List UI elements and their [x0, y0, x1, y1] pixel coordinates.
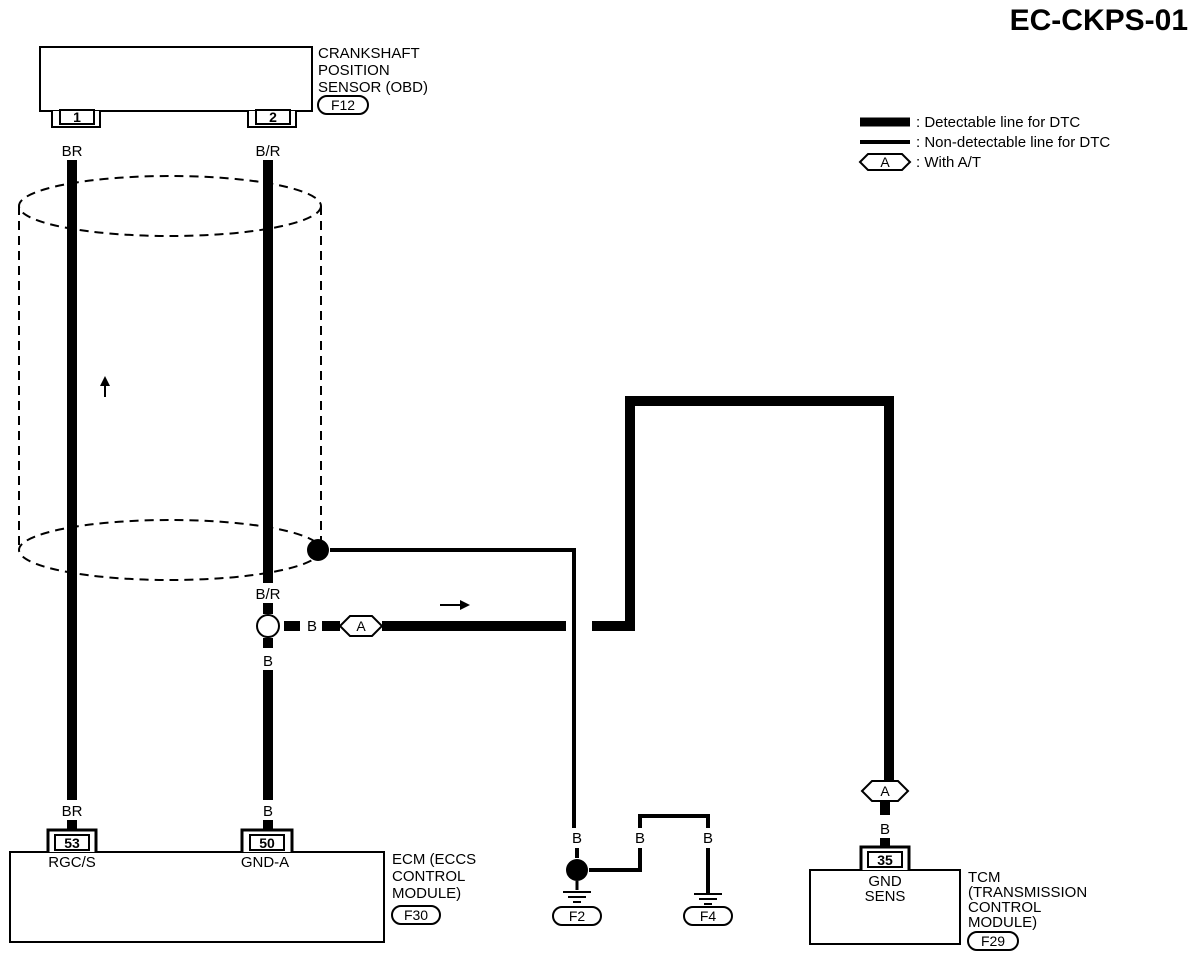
wire-ground-link [589, 848, 642, 872]
wire-to-tcm-right [592, 396, 894, 780]
wire-shield-drain [330, 548, 576, 828]
wire-b-branch-label: B [307, 618, 317, 635]
legend-at-label: : With A/T [916, 154, 981, 171]
splice-open [256, 614, 280, 638]
ecm-connector-badge [391, 905, 441, 925]
wire-tcm-label: B [880, 821, 890, 838]
ground-splice-dot [566, 859, 588, 881]
sensor-pin2-box [255, 109, 291, 125]
ground-f2-label: F2 [569, 908, 586, 924]
tcm-connector-label: F29 [981, 933, 1005, 949]
sensor-connector-badge [317, 95, 369, 115]
tcm-name-line2: (TRANSMISSION [968, 884, 1087, 901]
ecm-box [9, 851, 385, 943]
wire-br-bottom-label: BR [62, 803, 83, 820]
ecm-pin50-box [249, 834, 285, 851]
legend-at-hexagon [858, 153, 912, 171]
diagram-title: EC-CKPS-01 [1010, 4, 1188, 37]
at-tag-mid-label: A [356, 618, 366, 634]
tcm-pin35-label: 35 [877, 852, 893, 868]
wire-br-r-top-label: B/R [255, 143, 280, 160]
wire-br-r-mid-label: B/R [255, 586, 280, 603]
ground-f2-badge [552, 906, 602, 926]
ground-f2: F2 [552, 881, 602, 926]
at-tag-tcm-hexagon [860, 780, 910, 802]
ecm-connector-label: F30 [404, 907, 428, 923]
wire-ground-bridge [638, 814, 710, 828]
tcm-connector-badge [967, 931, 1019, 951]
tcm-name-line1: TCM [968, 869, 1001, 886]
ecm-pin53-box [54, 834, 90, 851]
tcm-name-line4: MODULE) [968, 914, 1037, 931]
shield-bottom-ellipse [18, 519, 322, 581]
tcm-module: 35 GND SENS TCM (TRANSMISSION CONTROL MO… [809, 845, 1087, 951]
at-tag-tcm-label: A [880, 783, 890, 799]
tcm-pin35-box [867, 851, 903, 868]
ecm-name-line3: MODULE) [392, 885, 461, 902]
ecm-term50-label: GND-A [241, 854, 289, 871]
wire-ground1-label: B [572, 830, 582, 847]
tcm-box [809, 869, 961, 945]
flow-arrow-right-head [460, 600, 470, 610]
tcm-name-line3: CONTROL [968, 899, 1041, 916]
tcm-term-line2: SENS [865, 888, 906, 905]
legend: : Detectable line for DTC : Non-detectab… [858, 114, 1110, 171]
shield-splice-dot [307, 539, 329, 561]
wire-ground3-label: B [703, 830, 713, 847]
wire-br-top-label: BR [62, 143, 83, 160]
wire-b-bottom-label: B [263, 803, 273, 820]
flow-arrow-up-head [100, 376, 110, 386]
ground-f4: F4 [683, 893, 733, 926]
sensor-name-line2: POSITION [318, 62, 390, 79]
crankshaft-sensor: CRANKSHAFT POSITION SENSOR (OBD) F12 1 2 [39, 45, 428, 128]
ground-f4-label: F4 [700, 908, 717, 924]
ecm-name-line1: ECM (ECCS [392, 851, 476, 868]
shield-cylinder [18, 175, 322, 581]
wire-ground2-label: B [635, 830, 645, 847]
wire-b-mid-label: B [263, 653, 273, 670]
sensor-name-line3: SENSOR (OBD) [318, 79, 428, 96]
shield-top-ellipse [18, 175, 322, 237]
sensor-connector-label: F12 [331, 97, 355, 113]
ecm-module: 53 RGC/S 50 GND-A ECM (ECCS CONTROL MODU… [9, 828, 476, 943]
ecm-name-line2: CONTROL [392, 868, 465, 885]
ecm-pin50-label: 50 [259, 835, 275, 851]
ecm-pin53-label: 53 [64, 835, 80, 851]
legend-non-detectable-label: : Non-detectable line for DTC [916, 134, 1110, 151]
ground-f4-badge [683, 906, 733, 926]
ecm-term53-label: RGC/S [48, 854, 96, 871]
sensor-pin1-label: 1 [73, 109, 81, 125]
sensor-pin1-box [59, 109, 95, 125]
tcm-term-line1: GND [868, 873, 902, 890]
sensor-name-line1: CRANKSHAFT [318, 45, 420, 62]
legend-detectable-label: : Detectable line for DTC [916, 114, 1080, 131]
sensor-box [39, 46, 313, 112]
legend-at-symbol: A [880, 154, 890, 170]
sensor-pin2-label: 2 [269, 109, 277, 125]
